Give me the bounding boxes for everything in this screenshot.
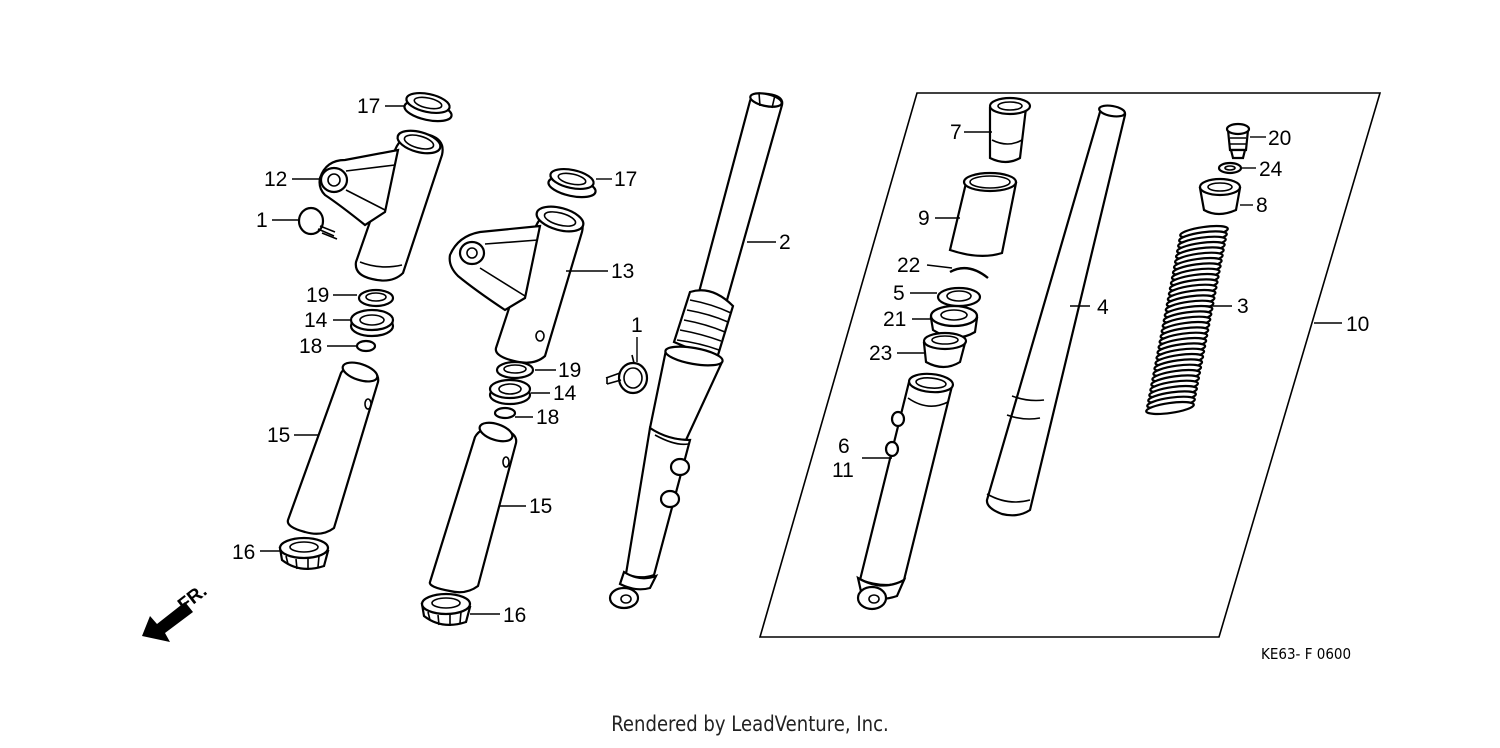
callout-12: 12 xyxy=(264,168,287,191)
part-14-washer-mid xyxy=(488,378,532,406)
callout-6: 6 xyxy=(838,435,850,458)
callout-14: 14 xyxy=(304,309,328,332)
part-15-cover-left xyxy=(286,361,380,535)
callout-4: 4 xyxy=(1097,296,1109,319)
callout-9: 9 xyxy=(918,207,930,230)
part-5-washer xyxy=(936,286,982,308)
part-4-fork-pipe xyxy=(985,104,1127,517)
part-18-oring-mid xyxy=(493,406,517,420)
callout-21: 21 xyxy=(883,308,906,331)
callout-23: 23 xyxy=(869,342,892,365)
part-7-bushing xyxy=(988,96,1032,164)
part-19-seal-left xyxy=(357,288,395,308)
callout-19: 19 xyxy=(558,359,581,382)
assembly-10-frame xyxy=(758,92,1382,638)
callout-13: 13 xyxy=(611,260,634,283)
part-8-spacer xyxy=(1198,177,1242,216)
part-16-nut-mid xyxy=(420,592,472,627)
part-24-oring xyxy=(1217,161,1243,175)
part-23-bushing xyxy=(922,331,968,369)
part-15-cover-mid xyxy=(428,421,518,594)
callout-1: 1 xyxy=(256,209,268,232)
callout-5: 5 xyxy=(893,282,905,305)
callout-8: 8 xyxy=(1256,194,1268,217)
part-17-top-seal-mid xyxy=(547,167,597,199)
rendered-by-footer: Rendered by LeadVenture, Inc. xyxy=(611,712,889,736)
callout-20: 20 xyxy=(1268,127,1291,150)
callout-17: 17 xyxy=(614,168,637,191)
part-1-bolt-mid xyxy=(605,354,649,395)
callout-17: 17 xyxy=(357,95,380,118)
callout-1: 1 xyxy=(631,314,643,337)
part-22-circlip xyxy=(949,266,989,279)
part-14-washer-left xyxy=(349,308,395,338)
callout-15: 15 xyxy=(267,424,290,447)
callout-18: 18 xyxy=(536,406,559,429)
part-2-fork-assembly xyxy=(608,92,784,610)
leader-lines xyxy=(260,105,1342,615)
callout-14: 14 xyxy=(553,382,577,405)
diagram-code: KE63- F 0600 xyxy=(1261,645,1351,663)
callout-16: 16 xyxy=(232,541,255,564)
part-18-oring-left xyxy=(355,339,377,353)
part-1-bolt-left xyxy=(297,206,338,240)
front-direction-arrow: FR. xyxy=(142,581,211,642)
part-9-collar xyxy=(948,171,1018,257)
callout-11: 11 xyxy=(832,459,854,482)
part-16-nut-left xyxy=(278,536,330,571)
part-3-fork-spring xyxy=(1145,224,1229,416)
part-19-seal-mid xyxy=(495,360,535,380)
part-20-fork-bolt xyxy=(1225,122,1251,160)
callout-24: 24 xyxy=(1259,158,1283,181)
callout-15: 15 xyxy=(529,495,552,518)
callout-labels: 17 12 1 19 14 18 15 16 17 13 1 19 14 18 … xyxy=(232,95,1369,627)
part-13-lower-bracket xyxy=(448,205,585,364)
callout-3: 3 xyxy=(1237,295,1249,318)
spring-coil xyxy=(1145,400,1195,416)
callout-7: 7 xyxy=(950,121,962,144)
callout-2: 2 xyxy=(779,231,791,254)
callout-22: 22 xyxy=(897,254,920,277)
part-6-11-bottom-case xyxy=(856,372,955,611)
callout-10: 10 xyxy=(1346,313,1369,336)
callout-19: 19 xyxy=(306,284,329,307)
part-17-top-seal-left xyxy=(403,91,453,123)
callout-18: 18 xyxy=(299,335,322,358)
callout-16: 16 xyxy=(503,604,526,627)
part-12-upper-bracket xyxy=(318,129,444,282)
